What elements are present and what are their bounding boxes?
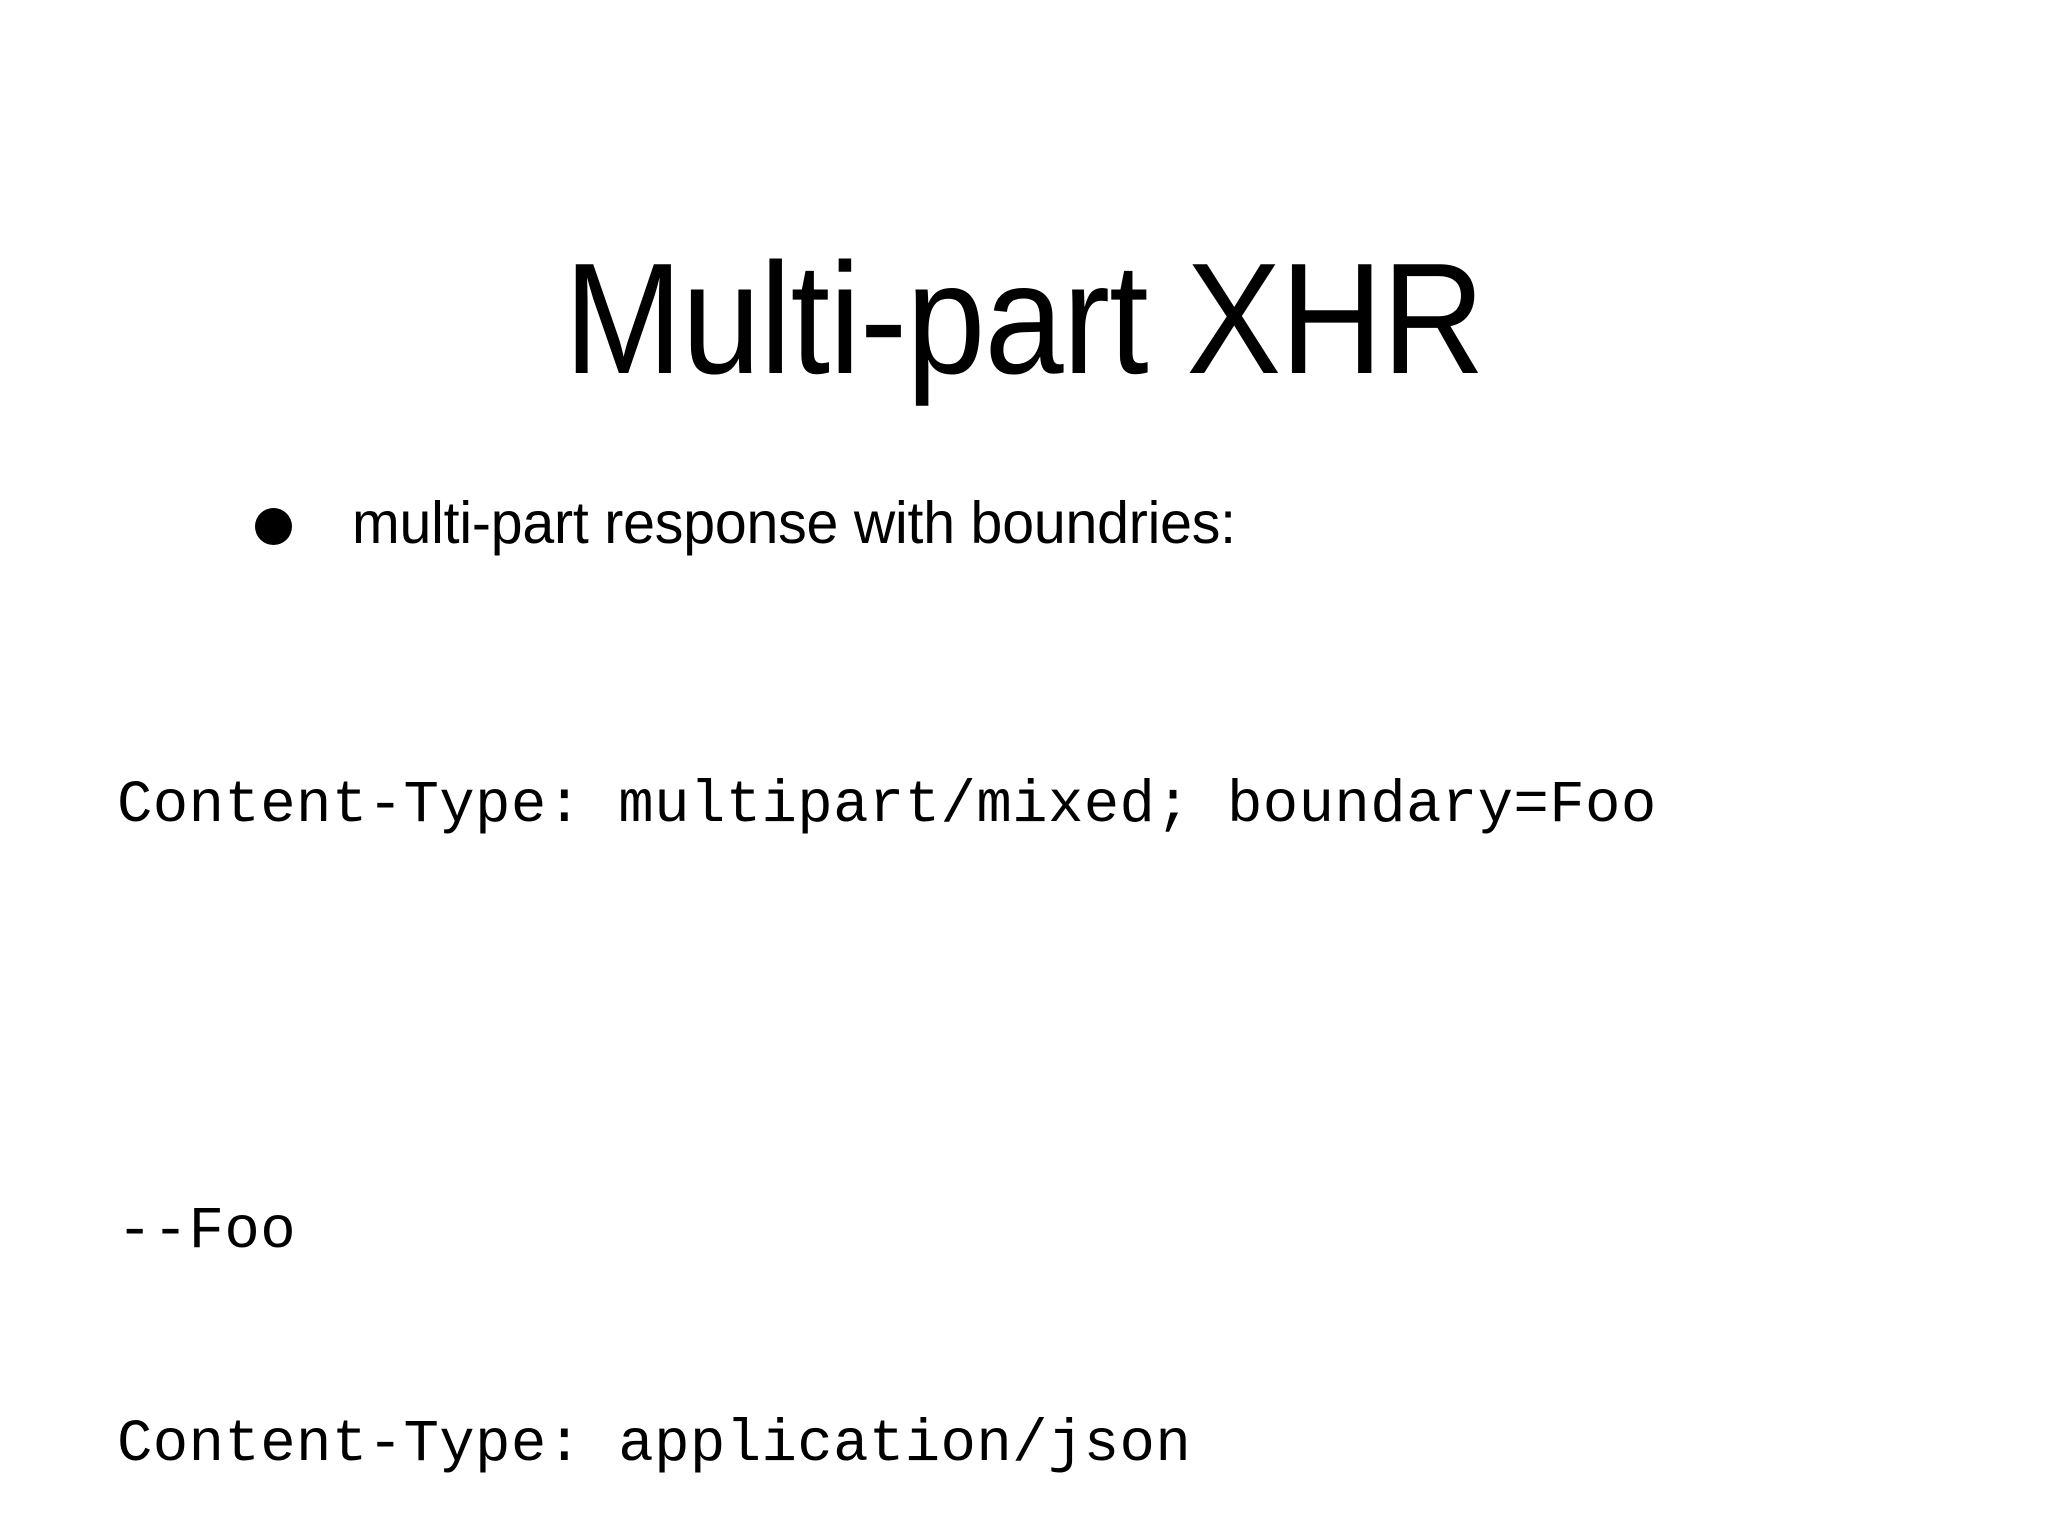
bullet-list: multi-part response with boundries: — [255, 490, 1855, 556]
code-line: --Foo — [117, 1198, 297, 1265]
code-line-blank — [117, 983, 1657, 1054]
bullet-item: multi-part response with boundries: — [255, 490, 1855, 556]
code-line: Content-Type: multipart/mixed; boundary=… — [117, 772, 1657, 839]
code-line: Content-Type: application/json — [117, 1411, 1192, 1478]
bullet-dot-icon — [255, 508, 292, 545]
code-block: Content-Type: multipart/mixed; boundary=… — [117, 628, 1657, 1536]
slide-title: Multi-part XHR — [564, 230, 1485, 407]
bullet-item-label: multi-part response with boundries: — [352, 490, 1236, 556]
